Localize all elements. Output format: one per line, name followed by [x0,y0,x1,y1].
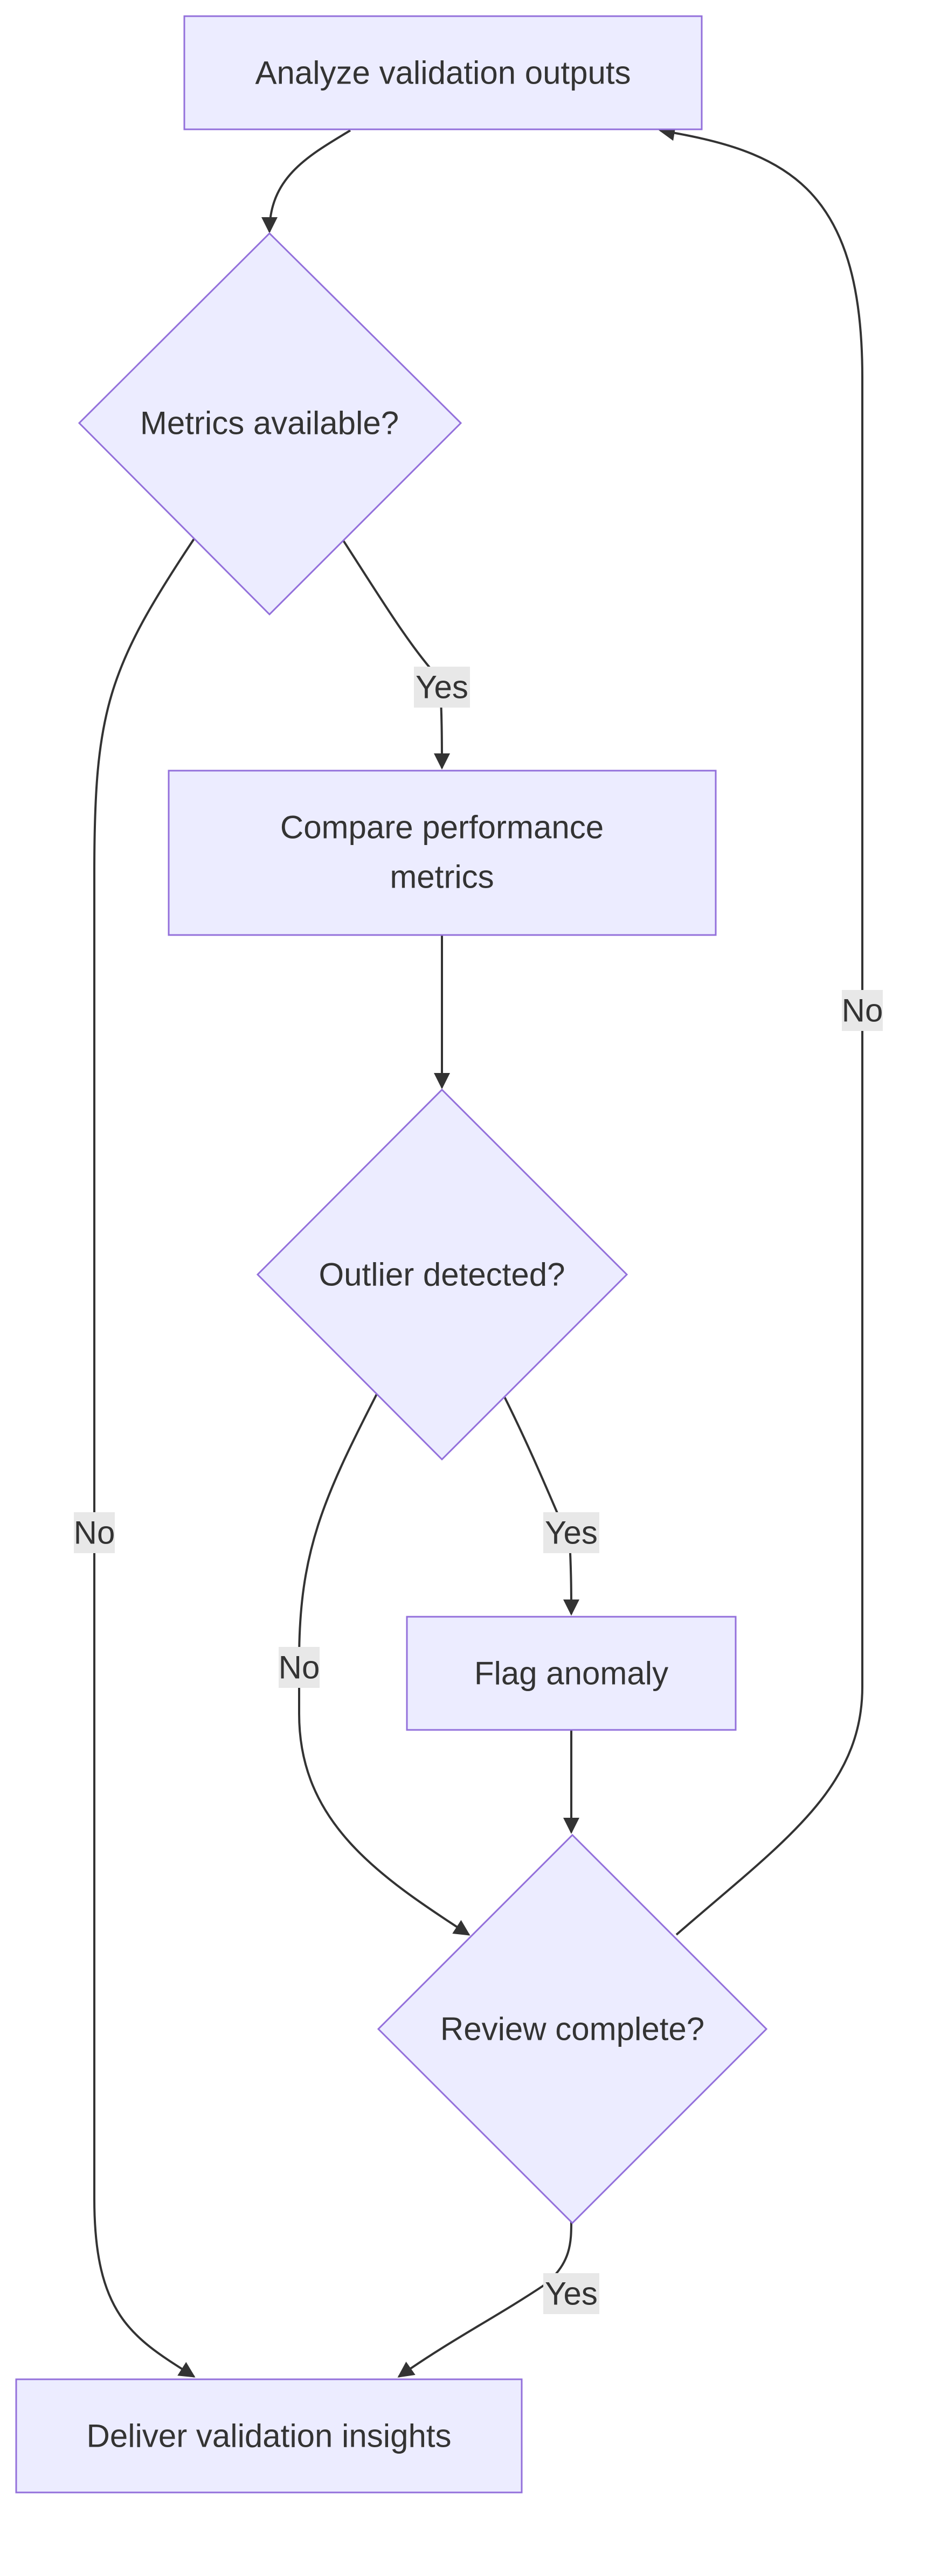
edge-labels: Yes No Yes No Yes No [74,667,883,2314]
node-outlier-detected: Outlier detected? [256,1088,628,1461]
edge-label-text: No [279,1650,320,1686]
edge-label-text: Yes [416,669,468,705]
edge-outlier-yes [503,1395,579,1616]
node-compare-performance-metrics: Compare performance metrics [168,770,717,936]
node-analyze-validation-outputs: Analyze validation outputs [183,15,703,130]
edge-label-text: No [74,1515,115,1551]
node-review-complete: Review complete? [377,1833,768,2225]
edge-analyze-to-metrics [261,129,351,233]
node-label: Metrics available? [140,405,399,441]
edge-review-no [659,124,863,1936]
edge-metrics-yes [341,538,450,770]
node-label: Outlier detected? [319,1257,565,1293]
edge-label-text: Yes [545,1515,598,1551]
node-label: Flag anomaly [474,1656,668,1692]
edge-label-text: Yes [545,2276,598,2312]
edge-label-outlier-yes: Yes [543,1512,599,1553]
edge-review-yes [397,2220,572,2378]
edge-label-review-no: No [842,990,883,1031]
nodes: Analyze validation outputs Metrics avail… [15,15,768,2494]
edge-label-text: No [842,993,883,1029]
node-metrics-available: Metrics available? [78,232,462,616]
edge-outlier-no [298,1393,471,1936]
edge-label-metrics-yes: Yes [414,667,470,708]
edge-label-outlier-no: No [279,1647,320,1688]
node-label-line2: metrics [390,859,494,895]
node-deliver-validation-insights: Deliver validation insights [15,2378,523,2494]
node-flag-anomaly: Flag anomaly [406,1616,737,1731]
edge-metrics-no [93,538,196,2378]
node-label: Analyze validation outputs [255,55,631,91]
node-label-line1: Compare performance [280,809,604,846]
node-label: Review complete? [440,2011,704,2047]
edge-label-metrics-no: No [74,1512,115,1553]
edge-label-review-yes: Yes [543,2273,599,2314]
node-label: Deliver validation insights [87,2418,452,2454]
